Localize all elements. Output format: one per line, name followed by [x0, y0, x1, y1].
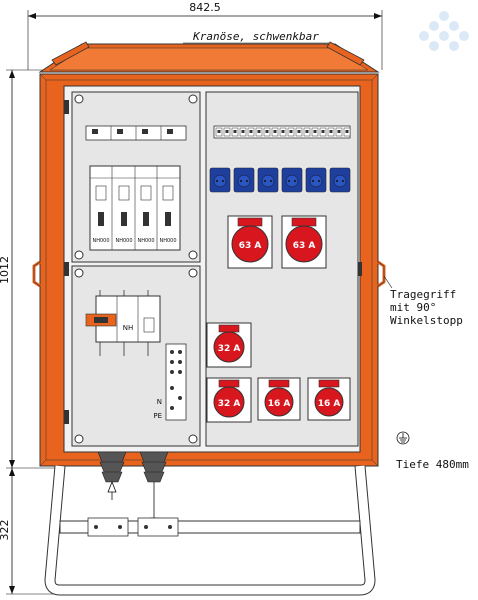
mcb-toggle [321, 130, 325, 133]
mcb-toggle [241, 130, 245, 133]
mcb-toggle [329, 130, 333, 133]
schuko-face [237, 174, 251, 188]
logo-watermark [419, 11, 469, 51]
fuse-label-3: NH000 [137, 238, 154, 244]
crane-eye-right [326, 41, 365, 66]
mcb-toggle [281, 130, 285, 133]
handle-label-line2: mit 90° [390, 301, 436, 314]
mcb-toggle [257, 130, 261, 133]
mcb-toggle [233, 130, 237, 133]
mcb-toggle [345, 130, 349, 133]
fuse-label-1: NH000 [92, 238, 109, 244]
stand-frame [44, 465, 376, 596]
depth-label: Tiefe 480mm [396, 458, 469, 471]
schuko-face [213, 174, 227, 188]
cee-socket-32a-2: 32 A [206, 377, 252, 423]
schuko-pin [312, 180, 314, 182]
ground-symbol-icon [396, 431, 410, 445]
schuko-pin [342, 180, 344, 182]
height-value: 1012 [0, 256, 11, 284]
left-bottom-panel: NH N PE [71, 265, 201, 447]
side-handle-left [32, 260, 41, 288]
socket-label: 16 A [268, 399, 291, 409]
mcb-toggle [273, 130, 277, 133]
mcb-toggle [265, 130, 269, 133]
socket-label: 63 A [293, 241, 316, 251]
cable-gland-left [97, 451, 127, 500]
terminal-pe-label: PE [153, 412, 162, 420]
width-value: 842.5 [189, 1, 221, 14]
socket-label: 16 A [318, 399, 341, 409]
width-dimension: 842.5 [27, 1, 383, 70]
schuko-pin [336, 180, 338, 182]
terminal-n-label: N [157, 398, 162, 406]
cee-socket-16a-2: 16 A [307, 377, 351, 421]
schuko-pin [294, 180, 296, 182]
cee-socket-32a-1: 32 A [206, 322, 252, 368]
handle-label-line1: Tragegriff [390, 288, 456, 301]
schuko-pin [240, 180, 242, 182]
socket-label: 32 A [218, 344, 241, 354]
mcb-toggle [297, 130, 301, 133]
cable-gland-right [139, 451, 169, 530]
side-handle-right [377, 260, 386, 288]
stand-height-value: 322 [0, 520, 11, 541]
socket-label: 32 A [218, 399, 241, 409]
mcb-row [215, 127, 351, 137]
crane-label: Kranöse, schwenkbar [192, 30, 319, 43]
schuko-pin [288, 180, 290, 182]
schuko-pin [222, 180, 224, 182]
schuko-pin [264, 180, 266, 182]
schuko-face [285, 174, 299, 188]
mcb-toggle [337, 130, 341, 133]
schuko-pin [246, 180, 248, 182]
stand-height-dimension: 322 [0, 468, 60, 595]
schuko-row [209, 167, 351, 193]
mcb-toggle [249, 130, 253, 133]
mcb-toggle [313, 130, 317, 133]
roof [38, 43, 380, 75]
schuko-pin [270, 180, 272, 182]
fuse-label-4: NH000 [159, 238, 176, 244]
handle-label-line3: Winkelstopp [390, 314, 463, 327]
mcb-toggle [225, 130, 229, 133]
crane-eye-left [51, 41, 90, 66]
cee-socket-63a-2: 63 A [281, 215, 327, 269]
switch-label: NH [123, 324, 134, 332]
mcb-toggle [305, 130, 309, 133]
door-hinges [64, 100, 362, 424]
schuko-face [333, 174, 347, 188]
fuse-label-2: NH000 [115, 238, 132, 244]
schuko-pin [318, 180, 320, 182]
schuko-pin [216, 180, 218, 182]
mcb-toggle [289, 130, 293, 133]
cee-socket-63a-1: 63 A [227, 215, 273, 269]
schuko-face [309, 174, 323, 188]
cee-socket-16a-1: 16 A [257, 377, 301, 421]
schuko-face [261, 174, 275, 188]
left-top-panel: NH000 NH000 NH000 NH000 [71, 91, 201, 263]
socket-label: 63 A [239, 241, 262, 251]
mcb-toggle [217, 130, 221, 133]
